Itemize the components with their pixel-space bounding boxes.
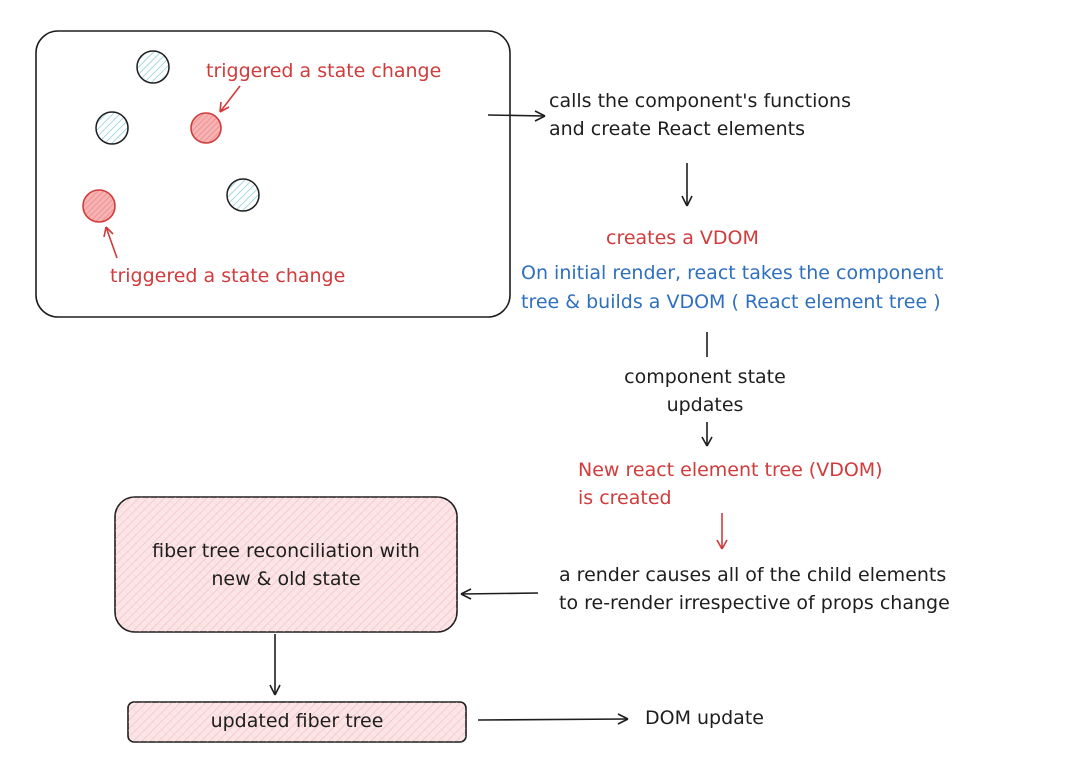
component-node-right xyxy=(226,178,260,212)
updated-fiber-label: updated fiber tree xyxy=(210,710,384,732)
arrow-state-to-new-tree xyxy=(701,422,713,447)
arrow-new-tree-to-rerender xyxy=(716,513,728,550)
arrow-calls-to-vdom xyxy=(681,163,693,207)
arrow-rerender-to-reconciliation xyxy=(460,588,539,600)
updated-fiber-box xyxy=(127,701,467,743)
state-change-arrow-top xyxy=(219,85,241,113)
state-change-arrow-bottom xyxy=(103,226,118,259)
component-node-top xyxy=(136,50,170,84)
initial-render-line1: On initial render, react takes the compo… xyxy=(521,262,944,284)
state-change-label-top: triggered a state change xyxy=(206,60,442,82)
state-updates-line2: updates xyxy=(666,394,744,416)
initial-render-line2: tree & builds a VDOM ( React element tre… xyxy=(521,291,941,313)
rerender-line2: to re-render irrespective of props chang… xyxy=(559,592,950,614)
arrow-fiber-to-dom xyxy=(477,713,629,725)
calls-functions-line2: and create React elements xyxy=(549,118,805,140)
component-node-left xyxy=(95,111,129,145)
state-updates-line1: component state xyxy=(624,366,786,388)
component-node-state-change-top xyxy=(190,112,222,144)
state-change-label-bottom: triggered a state change xyxy=(110,265,346,287)
reconciliation-line2: new & old state xyxy=(211,568,361,590)
arrow-tree-to-calls xyxy=(487,110,546,122)
reconciliation-box xyxy=(114,496,458,633)
rerender-line1: a render causes all of the child element… xyxy=(559,564,947,586)
new-tree-line2: is created xyxy=(578,487,672,509)
new-tree-line1: New react element tree (VDOM) xyxy=(578,459,883,481)
creates-vdom-label: creates a VDOM xyxy=(606,227,759,249)
arrow-reconciliation-to-fiber xyxy=(269,634,281,696)
dom-update-label: DOM update xyxy=(645,707,764,729)
component-tree-frame xyxy=(35,30,511,318)
component-node-state-change-bottom xyxy=(82,189,116,223)
reconciliation-line1: fiber tree reconciliation with xyxy=(152,540,420,562)
calls-functions-line1: calls the component's functions xyxy=(549,90,851,112)
